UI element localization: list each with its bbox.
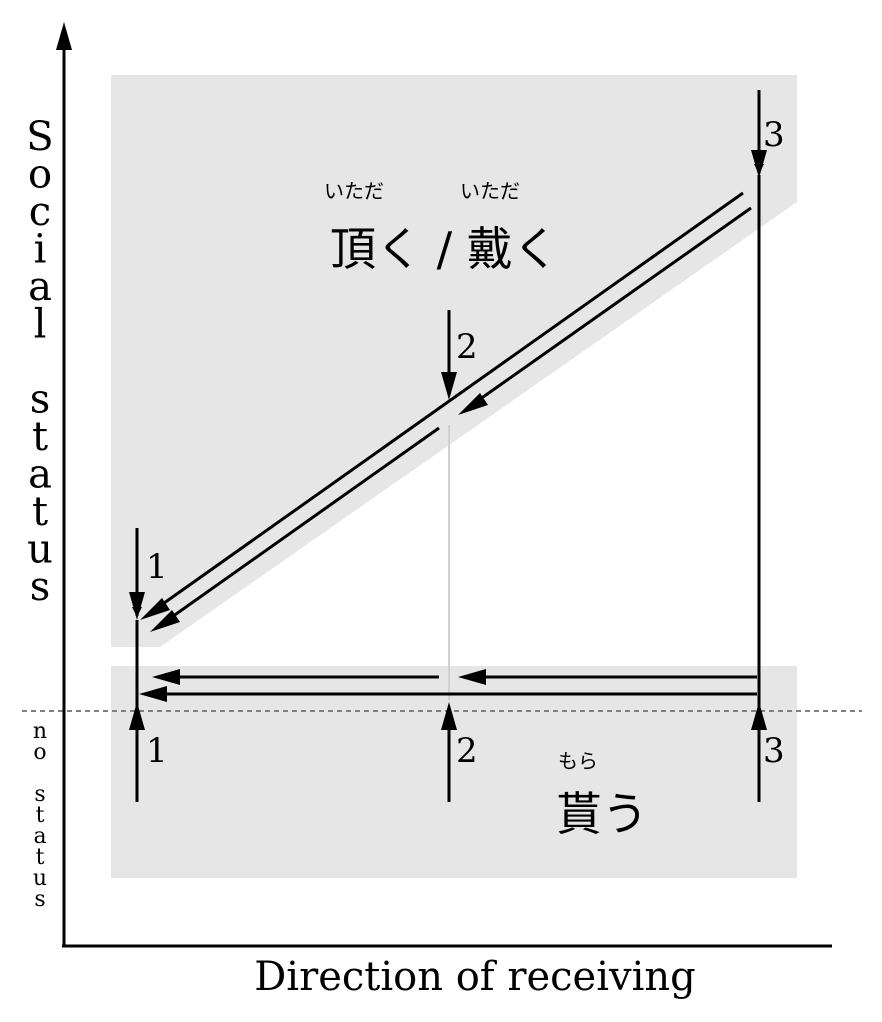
arrowhead-top-2 <box>441 372 457 400</box>
lower-verb-kanji: 貰う <box>556 787 648 841</box>
x-axis-label: Direction of receiving <box>254 954 696 1000</box>
marker-label-top-3: 3 <box>763 115 785 155</box>
diagonal-arrowhead-upper <box>140 598 170 620</box>
arrowhead-bottom-3 <box>751 702 767 730</box>
arrowhead-bottom-1 <box>129 702 145 730</box>
lower-verb-furigana: もら <box>558 749 598 773</box>
marker-label-bottom-3: 3 <box>763 731 785 771</box>
diagonal-line-lower-b <box>161 426 440 626</box>
diagonal-line-upper <box>149 191 744 615</box>
arrowhead-top-1 <box>129 592 145 620</box>
diagonal-line-lower-a <box>475 206 752 404</box>
marker-label-top-2: 2 <box>456 327 478 367</box>
marker-label-top-1: 1 <box>146 547 168 587</box>
horizontal-arrowhead-left-2 <box>139 686 167 702</box>
horizontal-arrowhead-mid <box>458 669 486 685</box>
upper-verb-furigana-1: いただ <box>324 179 384 203</box>
arrowhead-top-3 <box>751 150 767 178</box>
horizontal-arrowhead-left-1 <box>152 669 180 685</box>
upper-status-region <box>111 75 797 647</box>
marker-label-bottom-2: 2 <box>456 731 478 771</box>
lower-status-region <box>111 666 797 878</box>
diagonal-arrowhead-lower <box>150 610 180 632</box>
diagonal-arrowhead-mid <box>458 393 488 415</box>
y-axis-arrowhead <box>56 22 72 50</box>
upper-verb-kanji: 頂く / 戴く <box>330 222 559 276</box>
upper-verb-furigana-2: いただ <box>460 179 520 203</box>
marker-label-bottom-1: 1 <box>146 731 168 771</box>
arrowhead-bottom-2 <box>441 702 457 730</box>
